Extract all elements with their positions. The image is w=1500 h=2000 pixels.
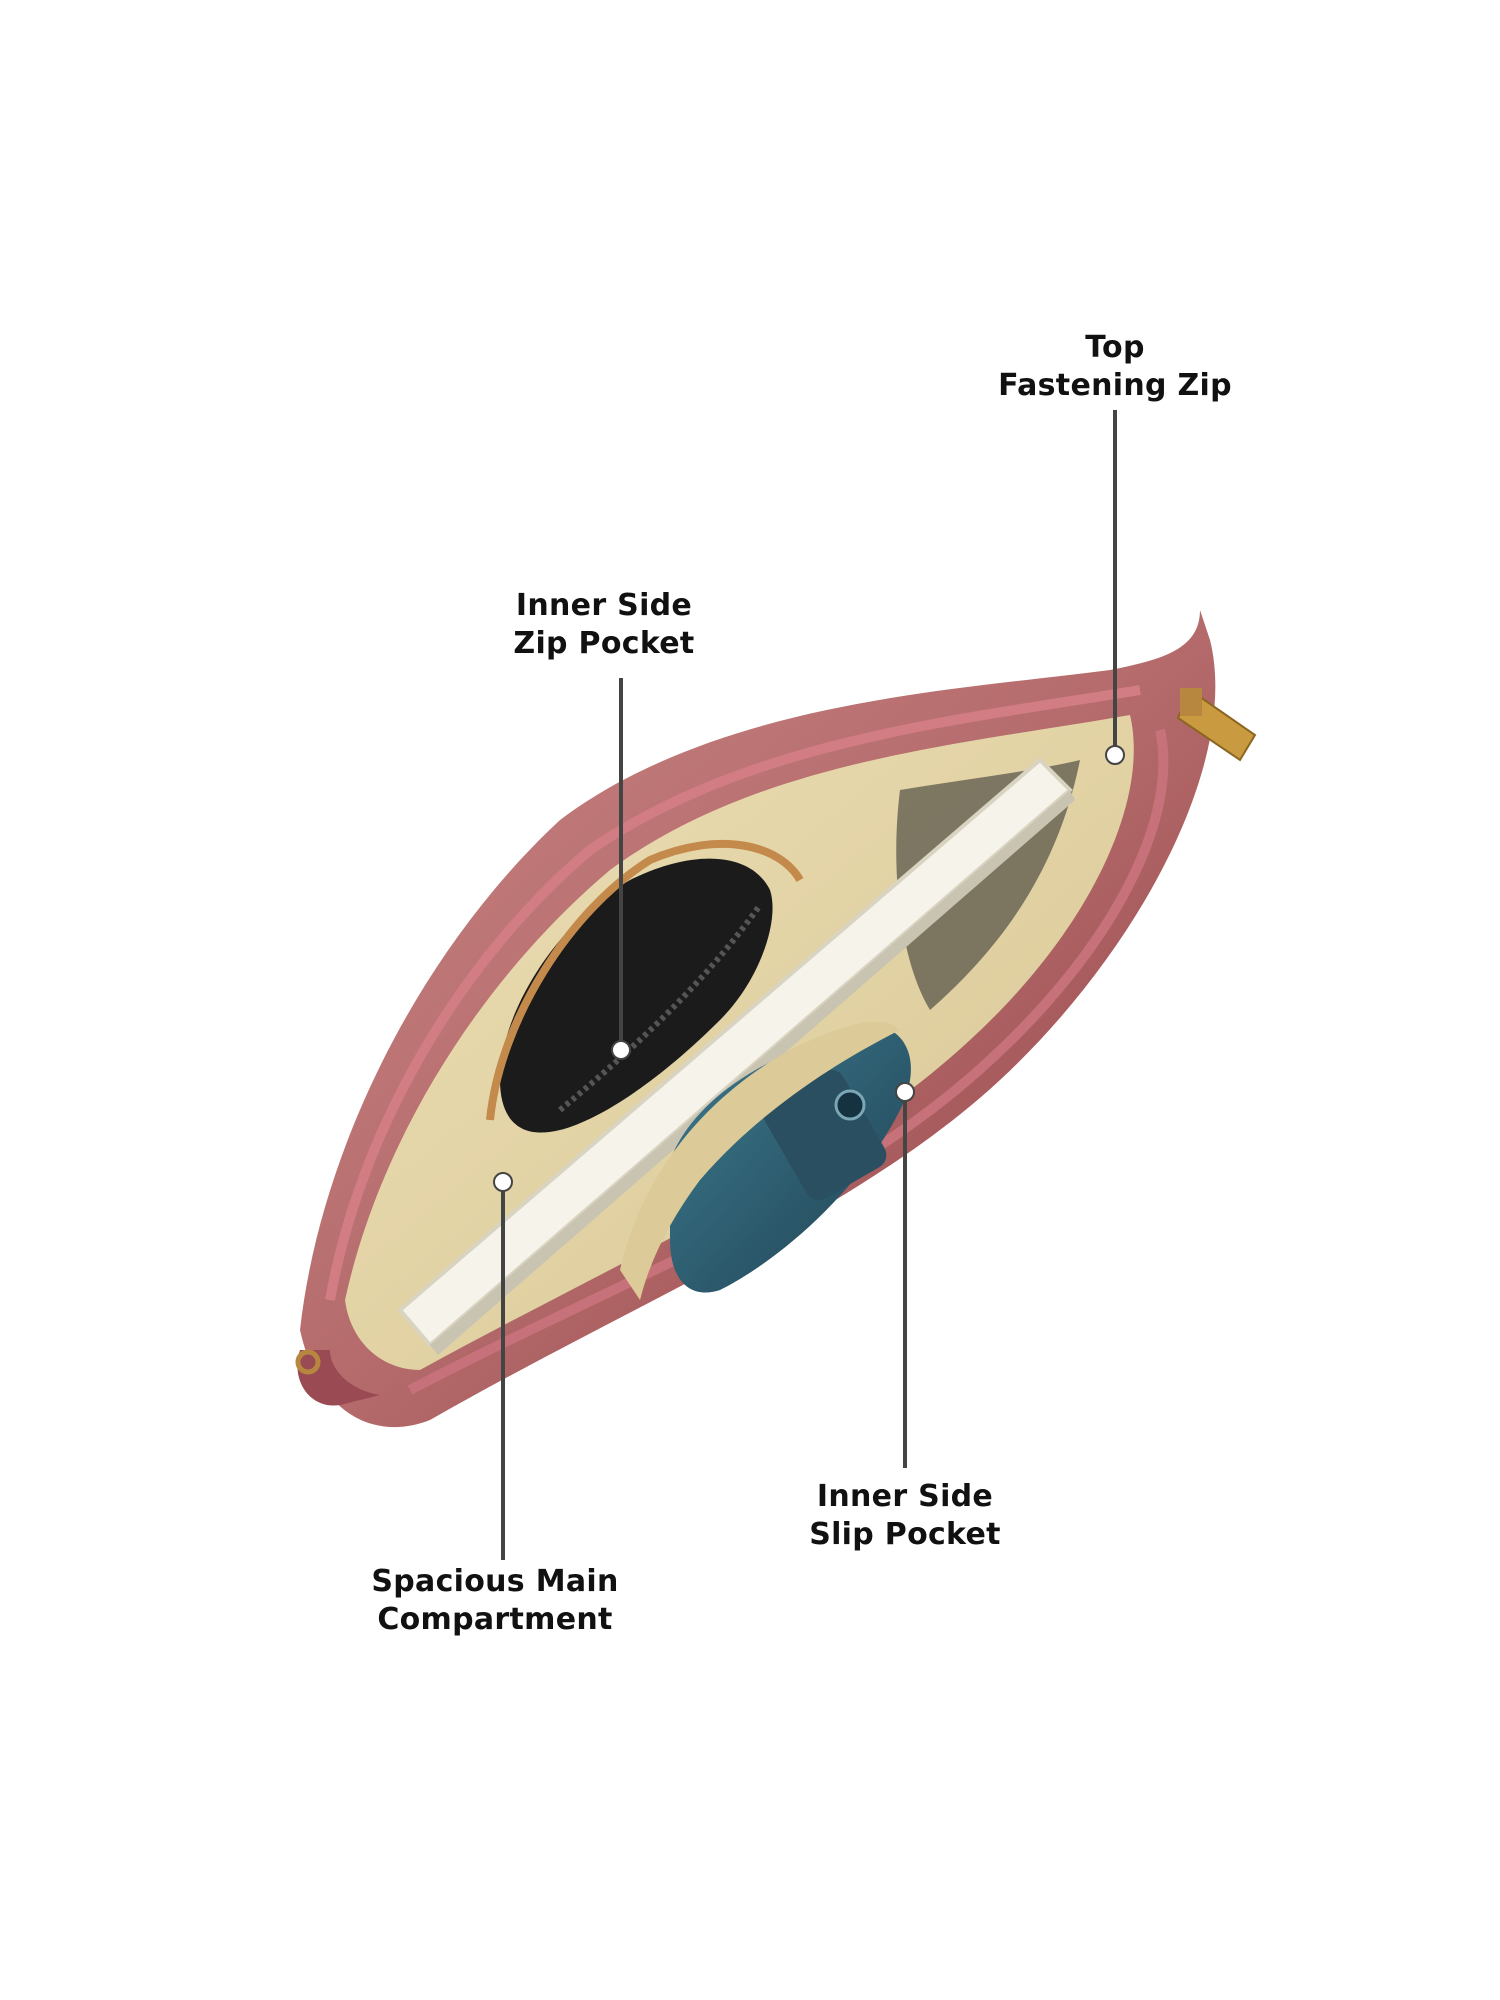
zip-pocket-wallet (500, 858, 773, 1133)
callout-inner-side-slip-pocket: Inner Side Slip Pocket (745, 1478, 1065, 1554)
callout-dot-main-compartment (493, 1172, 513, 1192)
callout-inner-side-zip-pocket: Inner Side Zip Pocket (444, 587, 764, 663)
zip-edge-lower (407, 728, 1169, 1395)
callout-line: Compartment (377, 1602, 613, 1637)
phone-lens (834, 1089, 866, 1121)
callout-dot-zip-pocket (611, 1040, 631, 1060)
slip-pocket-fabric (620, 1021, 900, 1300)
strap-ring (295, 1349, 321, 1375)
callout-dot-top-zip (1105, 745, 1125, 765)
zip-edge (325, 685, 1141, 1301)
zip-pocket-trim (486, 839, 804, 1121)
callout-line: Zip Pocket (513, 626, 695, 661)
callout-top-fastening-zip: Top Fastening Zip (955, 329, 1275, 405)
zip-slider (1180, 688, 1202, 716)
callout-line: Inner Side (816, 1479, 994, 1514)
callout-spacious-main-compartment: Spacious Main Compartment (335, 1563, 655, 1639)
callout-line: Inner Side (515, 588, 693, 623)
callout-line: Fastening Zip (998, 368, 1232, 403)
callout-line: Top (1085, 330, 1145, 365)
callout-dot-slip-pocket (895, 1082, 915, 1102)
callout-line: Spacious Main (371, 1564, 619, 1599)
callout-line: Slip Pocket (809, 1517, 1001, 1552)
